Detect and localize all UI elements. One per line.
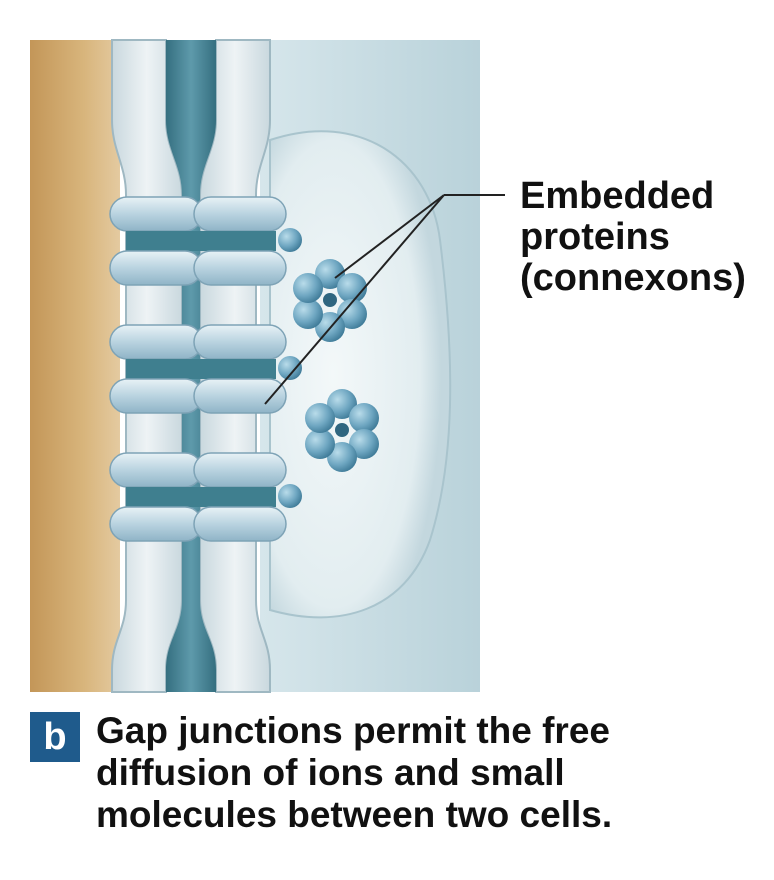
left-cell: [30, 40, 120, 692]
connexon-channel-pair-1: [109, 196, 302, 286]
connexon-hexamer-icon: [293, 259, 367, 342]
callout-line-2: proteins: [520, 216, 670, 258]
connexon-hexamer-icon: [305, 389, 379, 472]
panel-badge-box: [30, 712, 80, 762]
caption-line-1: Gap junctions permit the free: [96, 710, 610, 751]
connexon-channel-pair-3: [109, 452, 302, 542]
connexon-callout-label: Embedded proteins (connexons): [520, 176, 770, 299]
caption-line-3: molecules between two cells.: [96, 794, 613, 835]
panel-badge: b: [43, 716, 67, 758]
callout-line-3: (connexons): [520, 257, 746, 299]
connexon-channel-pair-2: [109, 324, 302, 414]
figure-caption: Gap junctions permit the free diffusion …: [96, 710, 766, 836]
callout-leader-lines: [264, 194, 505, 405]
callout-line-1: Embedded: [520, 175, 715, 217]
caption-line-2: diffusion of ions and small: [96, 752, 565, 793]
right-cell-membrane-surface: [269, 130, 452, 619]
